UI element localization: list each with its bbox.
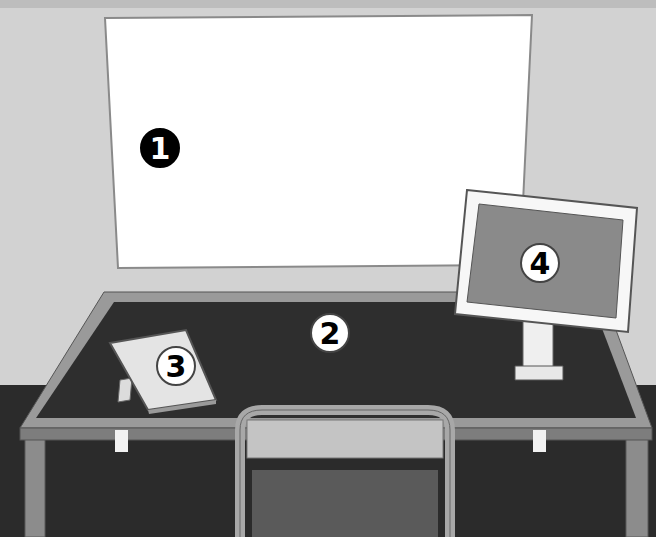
monitor-screen (467, 204, 623, 318)
callout-number: 3 (156, 346, 196, 386)
callout-number: 2 (310, 313, 350, 353)
desk-clip (115, 430, 128, 452)
desk-clip (533, 430, 546, 452)
monitor-base (515, 366, 563, 380)
tablet-stand (118, 378, 132, 402)
monitor-stand (523, 318, 553, 368)
tablet (110, 330, 216, 410)
tablet-edge (148, 400, 216, 414)
callout-number: 1 (140, 128, 180, 168)
ceiling-edge (0, 0, 656, 8)
desk-leg (626, 428, 648, 537)
chair-back (247, 420, 443, 458)
monitor-frame (455, 190, 637, 332)
chair-frame (240, 410, 450, 537)
chair-seat (252, 470, 438, 537)
chair-frame-outline (240, 410, 450, 537)
desk-leg (25, 428, 45, 537)
callout-number: 4 (520, 243, 560, 283)
